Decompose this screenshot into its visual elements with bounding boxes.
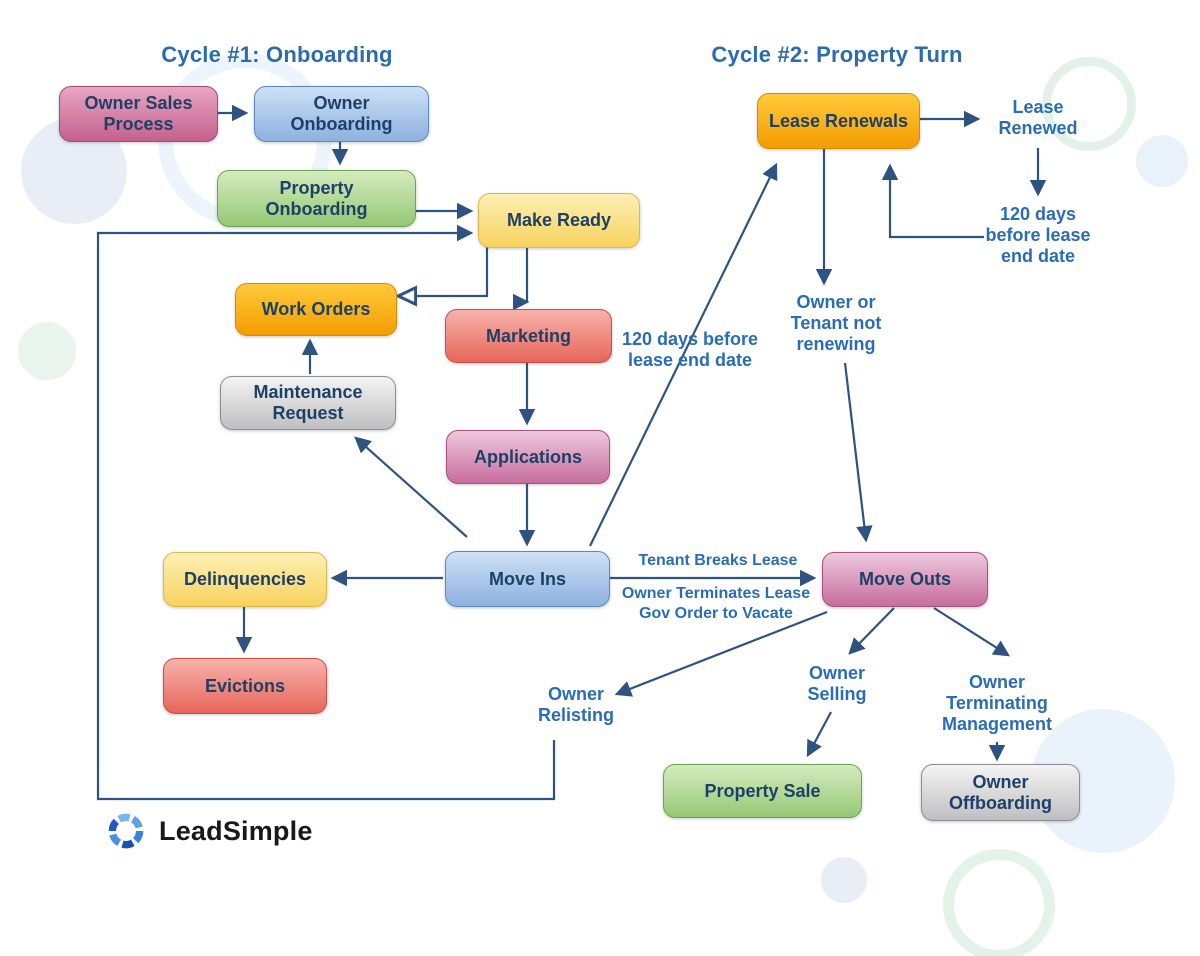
cycle2-title: Cycle #2: Property Turn [711,42,963,67]
edge-notrenewing-to-moveouts [843,362,873,543]
node-evictions: Evictions [163,658,327,714]
node-marketing: Marketing [445,309,612,363]
node-property-sale: Property Sale [663,764,862,818]
edge-selling-to-propertysale [806,711,832,758]
node-lease-renewals: Lease Renewals [757,93,920,149]
node-owner-offboarding: Owner Offboarding [921,764,1080,821]
leadsimple-logo-text: LeadSimple [159,815,313,846]
edge-120days-to-leaserenewals [881,163,984,239]
node-make-ready: Make Ready [478,193,640,248]
node-work-orders: Work Orders [235,283,397,336]
node-property-onboarding: Property Onboarding [217,170,416,227]
cycle1-title: Cycle #1: Onboarding [161,42,393,67]
decor-ring-top-right [1042,57,1136,151]
node-owner-sales-process: Owner Sales Process [59,86,218,142]
decor-circle-right-top [1136,135,1188,187]
decor-ring-bottom [943,849,1055,956]
label-owner-relisting: Owner Relisting [537,684,614,725]
node-owner-onboarding: Owner Onboarding [254,86,429,142]
edge-makeready-to-workorders [400,247,489,296]
decor-circle-bottom-small [821,857,867,903]
edge-moveins-to-maintenance [354,436,468,538]
node-delinquencies: Delinquencies [163,552,327,607]
label-owner-terminates-gov: Owner Terminates Lease Gov Order to Vaca… [621,585,811,622]
decor-circle-left-mint [18,322,76,380]
label-120-days-right: 120 days before lease end date [985,204,1091,266]
edge-relisting-feedback-to-makeready [96,224,556,801]
edge-moveouts-to-terminating [933,607,1011,657]
label-owner-tenant-not-renewing: Owner or Tenant not renewing [790,292,882,354]
label-lease-renewed: Lease Renewed [998,97,1078,138]
edge-moveouts-to-selling [848,607,895,655]
label-owner-selling: Owner Selling [807,663,867,704]
node-maintenance-request: Maintenance Request [220,376,396,430]
label-120-days-left: 120 days before lease end date [621,329,759,370]
leadsimple-logo: LeadSimple [105,810,313,852]
label-tenant-breaks-lease: Tenant Breaks Lease [638,552,798,569]
edge-moveouts-to-relisting [614,610,828,697]
edge-moveins-to-leaserenewals [589,162,778,547]
leadsimple-logo-icon [108,813,144,849]
node-move-ins: Move Ins [445,551,610,607]
label-owner-terminating-management: Owner Terminating Management [941,672,1053,734]
node-applications: Applications [446,430,610,484]
node-move-outs: Move Outs [822,552,988,607]
